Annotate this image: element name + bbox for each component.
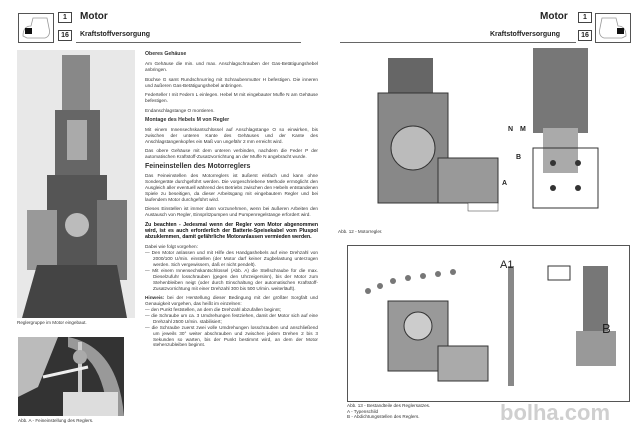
heading-fine-adjustment: Feineinstellen des Motorreglers — [145, 163, 251, 171]
right-chapter-number: 1 — [578, 12, 592, 23]
paragraph: Dieses Einstellen ist immer dann vorzune… — [145, 206, 318, 217]
photoA-caption: Abb. A - Feineinstellung des Reglers. — [18, 418, 94, 423]
hint-label: Hinweis: — [145, 295, 165, 301]
section-title: Kraftstoffversorgung — [80, 31, 151, 38]
paragraph: Federteller I mit Federn L einlegen. Heb… — [145, 92, 318, 104]
chapter-title: Motor — [80, 11, 108, 22]
paragraph: Dabei wie folgt vorgehen: — [145, 244, 198, 250]
fig13-caption-a: A - Typenschild — [347, 408, 379, 414]
watermark: bolha.com — [500, 400, 611, 425]
right-section-title: Kraftstoffversorgung — [490, 31, 561, 38]
motor-regulator-figure: N M B A — [338, 48, 630, 226]
fig13-caption: Abb. 13 - Bestandteile des Reglersatzes.… — [347, 403, 430, 420]
paragraph: Das Feineinstellen des Motorreglers ist … — [145, 172, 318, 202]
fig13-caption-b: B - Abdichtungsstellen des Reglers. — [347, 414, 420, 419]
fig13-caption-title: Abb. 13 - Bestandteile des Reglersatzes. — [347, 403, 431, 408]
fig12-label-b: B — [516, 154, 522, 161]
section-number: 16 — [58, 30, 72, 41]
photo1-caption: Reglergruppe im Motor eingebaut. — [17, 320, 87, 325]
tractor-logo-right — [595, 13, 631, 43]
list-item: — Den Motor anlassen und mit Hilfe des H… — [145, 250, 318, 268]
heading-upper-housing: Oberes Gehäuse — [145, 51, 187, 57]
fig13-label-b: B — [602, 321, 611, 336]
text-column: Oberes Gehäuse Am Gehäuse die min. und m… — [145, 48, 318, 348]
list-item: — die Schraube um ca. 3 Umdrehungen fest… — [145, 312, 318, 324]
fig12-caption: Abb. 12 - Motorregler. — [338, 229, 383, 234]
paragraph: Das obere Gehäuse mit dem unteren verbin… — [145, 148, 318, 160]
fig12-label-n: N — [508, 126, 514, 133]
fig13-label-a1: A1 — [500, 259, 514, 271]
tractor-logo — [18, 13, 54, 43]
regulator-parts-figure: A1 B — [347, 245, 630, 402]
right-section-number: 16 — [578, 30, 592, 41]
paragraph: Endanschlagstange O montieren. — [145, 107, 215, 113]
fig12-label-a: A — [502, 180, 508, 187]
fine-adjustment-photo — [18, 337, 124, 416]
paragraph: Mit einem Innensechskantschlüssel auf An… — [145, 126, 318, 144]
list-item: — Mit einem Innensechskantschlüssel (Abb… — [145, 267, 318, 291]
hint-text: bei der Herstellung dieser Bedingung mit… — [145, 295, 318, 307]
chapter-number: 1 — [58, 12, 72, 23]
hint-paragraph: Hinweis: bei der Herstellung dieser Bedi… — [145, 295, 318, 307]
warning-note: Zu beachten - Jedesmal wenn der Regler v… — [145, 221, 318, 241]
fig12-label-m: M — [520, 126, 526, 133]
list-item: — den Punkt feststellen, an dem die Dreh… — [145, 306, 282, 312]
paragraph: Büchse G samt Rundschnurring mit Schraub… — [145, 76, 318, 88]
list-item: — die Schraube zuerst zwei volle Umdrehu… — [145, 324, 318, 348]
right-header-rule — [340, 42, 576, 43]
regulator-installed-photo — [17, 50, 135, 318]
paragraph: Am Gehäuse die min. und max. Anschlagsch… — [145, 61, 318, 73]
right-chapter-title: Motor — [540, 11, 568, 22]
heading-lever-mounting: Montage des Hebels M von Regler — [145, 116, 230, 123]
header-rule — [76, 42, 301, 43]
